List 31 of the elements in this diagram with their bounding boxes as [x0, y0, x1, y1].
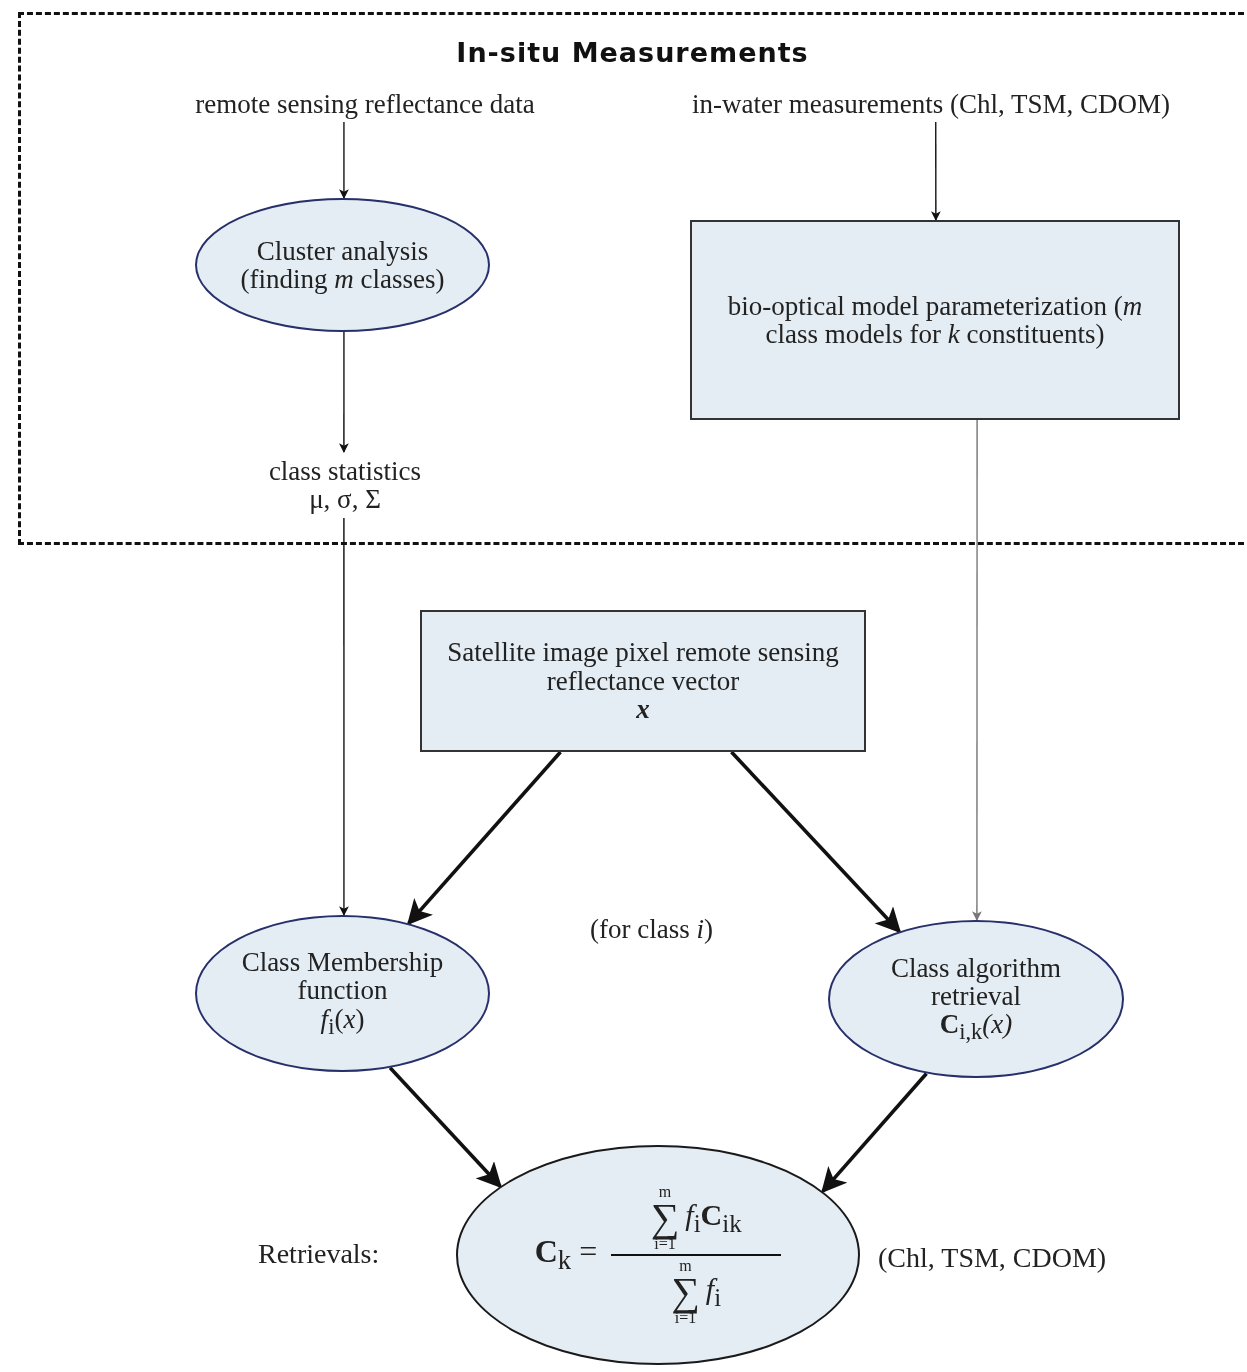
arrow	[339, 517, 349, 916]
node-text: f$_{i}$(x)	[320, 1004, 365, 1039]
formula-lhs: C$_{k}$ =	[534, 1235, 598, 1275]
arrow	[730, 750, 902, 934]
arrow	[388, 1066, 502, 1189]
side-caption: (Chl, TSM, CDOM)	[878, 1242, 1107, 1274]
arrow	[821, 1072, 928, 1194]
arrow	[339, 331, 349, 453]
sum-limit: m	[658, 1184, 672, 1200]
frame-title: In-situ Measurements	[455, 37, 810, 68]
arrow	[930, 121, 941, 221]
flow-text: remote sensing reflectance data	[195, 89, 535, 119]
node-text: C$_{i,k}$(x)	[939, 1010, 1013, 1045]
node-text: Cluster analysis (finding m classes)	[239, 236, 446, 294]
process-box	[420, 610, 866, 752]
formula-term: f$_{i}$	[705, 1272, 722, 1312]
flow-text: μ, σ, Σ	[309, 485, 381, 514]
flow-text: in-water measurements (Chl, TSM, CDOM)	[692, 89, 1170, 119]
sum-limit: m	[679, 1258, 692, 1274]
node-text: Class algorithm retrieval	[889, 953, 1063, 1011]
dashed-frame	[18, 12, 1244, 545]
arrow	[406, 750, 562, 926]
note-text: (for class i)	[590, 914, 713, 945]
side-caption: Retrievals:	[258, 1238, 380, 1270]
flow-text: class statistics	[268, 456, 422, 485]
arrow	[972, 419, 982, 921]
arrow	[339, 121, 349, 199]
node-text: bio-optical model parameterization (m class models for k constituents)	[726, 291, 1144, 349]
process-box	[690, 220, 1180, 420]
node-text: x	[636, 695, 650, 724]
formula-term: f$_{i}$C$_{ik}$	[685, 1198, 742, 1238]
